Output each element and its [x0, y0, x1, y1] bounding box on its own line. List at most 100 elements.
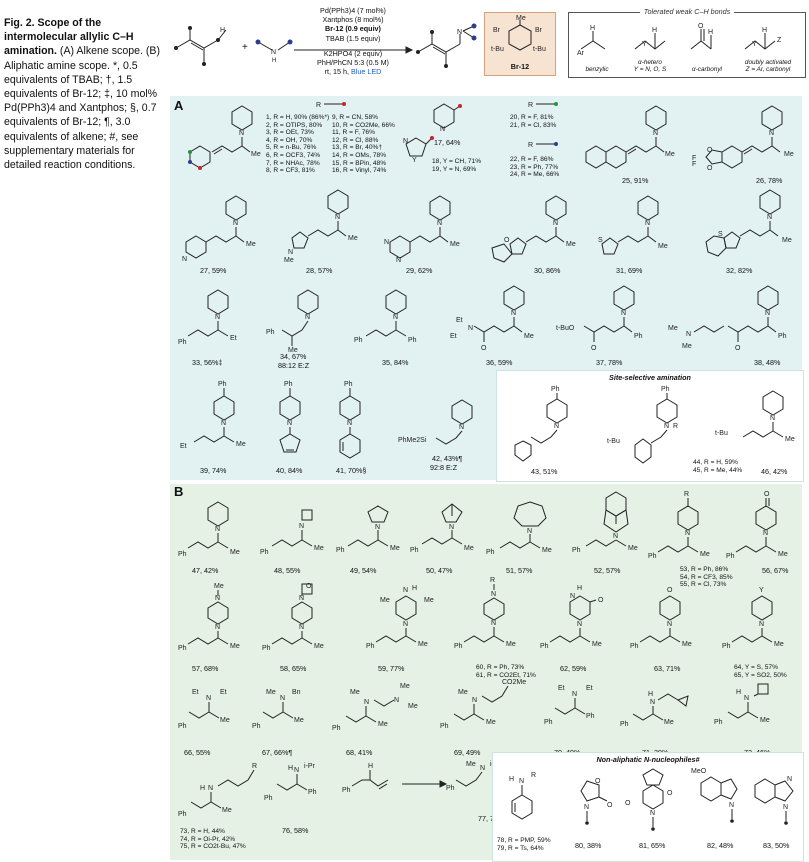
- svg-text:N: N: [584, 804, 589, 811]
- svg-text:Ph: Ph: [440, 723, 449, 730]
- r-list-20-21: 20, R = F, 81%21, R = Cl, 83%: [510, 114, 557, 129]
- tol-benzylic: benzylic: [585, 66, 609, 74]
- label-30: 30, 86%: [534, 266, 561, 275]
- structure-83: NN: [754, 776, 794, 825]
- svg-text:Ph: Ph: [178, 811, 187, 818]
- svg-text:Me: Me: [222, 807, 232, 814]
- amine-structure: N H: [255, 39, 293, 64]
- svg-text:N: N: [215, 314, 220, 321]
- svg-text:O: O: [698, 23, 704, 30]
- svg-text:H: H: [648, 691, 653, 698]
- svg-text:Ph: Ph: [726, 553, 735, 560]
- svg-text:N: N: [769, 130, 774, 137]
- svg-text:Me: Me: [778, 551, 788, 558]
- svg-text:Ph: Ph: [486, 549, 495, 556]
- label-51: 51, 57%: [506, 566, 533, 575]
- svg-text:Ph: Ph: [342, 787, 351, 794]
- label-47: 47, 42%: [192, 566, 219, 575]
- ratio-42: 92:8 E:Z: [430, 463, 458, 472]
- svg-text:N: N: [440, 126, 445, 133]
- label-67: 67, 66%¶: [262, 748, 293, 757]
- svg-text:N: N: [375, 524, 380, 531]
- svg-text:R: R: [252, 763, 257, 770]
- svg-text:N: N: [393, 314, 398, 321]
- svg-text:N: N: [744, 695, 749, 702]
- caption-title: Fig. 2. Scope of the intermolecular ally…: [4, 17, 134, 58]
- svg-text:N: N: [233, 220, 238, 227]
- svg-text:N: N: [645, 220, 650, 227]
- svg-text:N: N: [403, 587, 408, 594]
- svg-text:N: N: [403, 138, 408, 145]
- label-48: 48, 55%: [274, 566, 301, 575]
- svg-text:Me: Me: [774, 641, 784, 648]
- svg-text:N: N: [577, 621, 582, 628]
- svg-text:O: O: [735, 345, 741, 352]
- label-69: 69, 49%: [454, 748, 481, 757]
- svg-text:N: N: [287, 420, 292, 427]
- svg-text:N: N: [491, 591, 496, 598]
- label-50: 50, 47%: [426, 566, 453, 575]
- svg-text:Me: Me: [408, 703, 418, 710]
- reagent-base: K2HPO4 (2 equiv): [323, 48, 383, 58]
- svg-text:Et: Et: [192, 689, 199, 696]
- svg-text:N: N: [650, 699, 655, 706]
- svg-text:Ph: Ph: [620, 721, 629, 728]
- svg-text:Me: Me: [236, 441, 246, 448]
- svg-text:Et: Et: [230, 335, 237, 342]
- svg-text:Ph: Ph: [218, 381, 227, 388]
- svg-text:Et: Et: [450, 333, 457, 340]
- svg-text:N: N: [664, 423, 669, 430]
- svg-text:N: N: [206, 695, 211, 702]
- plus-sign: +: [242, 42, 248, 53]
- svg-text:Ph: Ph: [336, 547, 345, 554]
- svg-text:R: R: [673, 423, 678, 430]
- svg-text:Me: Me: [464, 545, 474, 552]
- br12-tbu-left: t-Bu: [491, 46, 504, 53]
- svg-text:N: N: [767, 214, 772, 221]
- svg-text:R: R: [528, 102, 533, 109]
- label-33: 33, 56%‡: [192, 358, 223, 367]
- svg-text:Ph: Ph: [178, 723, 187, 730]
- svg-text:N: N: [215, 595, 220, 602]
- reaction-scheme: H + N H Pd(PPh3)4 (7 mol%) Xantphos (8 m…: [168, 6, 806, 86]
- svg-text:Me: Me: [665, 151, 675, 158]
- label-52: 52, 57%: [594, 566, 621, 575]
- svg-text:Me: Me: [214, 583, 224, 590]
- svg-text:N: N: [403, 621, 408, 628]
- svg-text:N: N: [468, 325, 473, 332]
- label-68: 68, 41%: [346, 748, 373, 757]
- svg-text:Ph: Ph: [178, 645, 187, 652]
- svg-text:MeO: MeO: [691, 768, 707, 775]
- svg-text:Ph: Ph: [634, 333, 643, 340]
- svg-text:Me: Me: [230, 643, 240, 650]
- non-aliphatic-title: Non-aliphatic N-nucleophiles#: [596, 755, 700, 764]
- alpha-carbonyl-structure: OH: [690, 23, 713, 50]
- svg-text:Ph: Ph: [260, 549, 269, 556]
- svg-text:N: N: [759, 621, 764, 628]
- svg-text:F: F: [692, 161, 696, 168]
- alpha-hetero-structure: YH: [634, 27, 666, 50]
- svg-text:H: H: [509, 776, 514, 783]
- svg-text:O: O: [707, 165, 713, 172]
- svg-text:Me: Me: [628, 545, 638, 552]
- svg-text:N: N: [182, 256, 187, 263]
- label-27: 27, 59%: [200, 266, 227, 275]
- structure-40: PhN: [279, 381, 301, 453]
- svg-text:Me: Me: [266, 689, 276, 696]
- svg-text:N: N: [215, 624, 220, 631]
- svg-text:Me: Me: [418, 641, 428, 648]
